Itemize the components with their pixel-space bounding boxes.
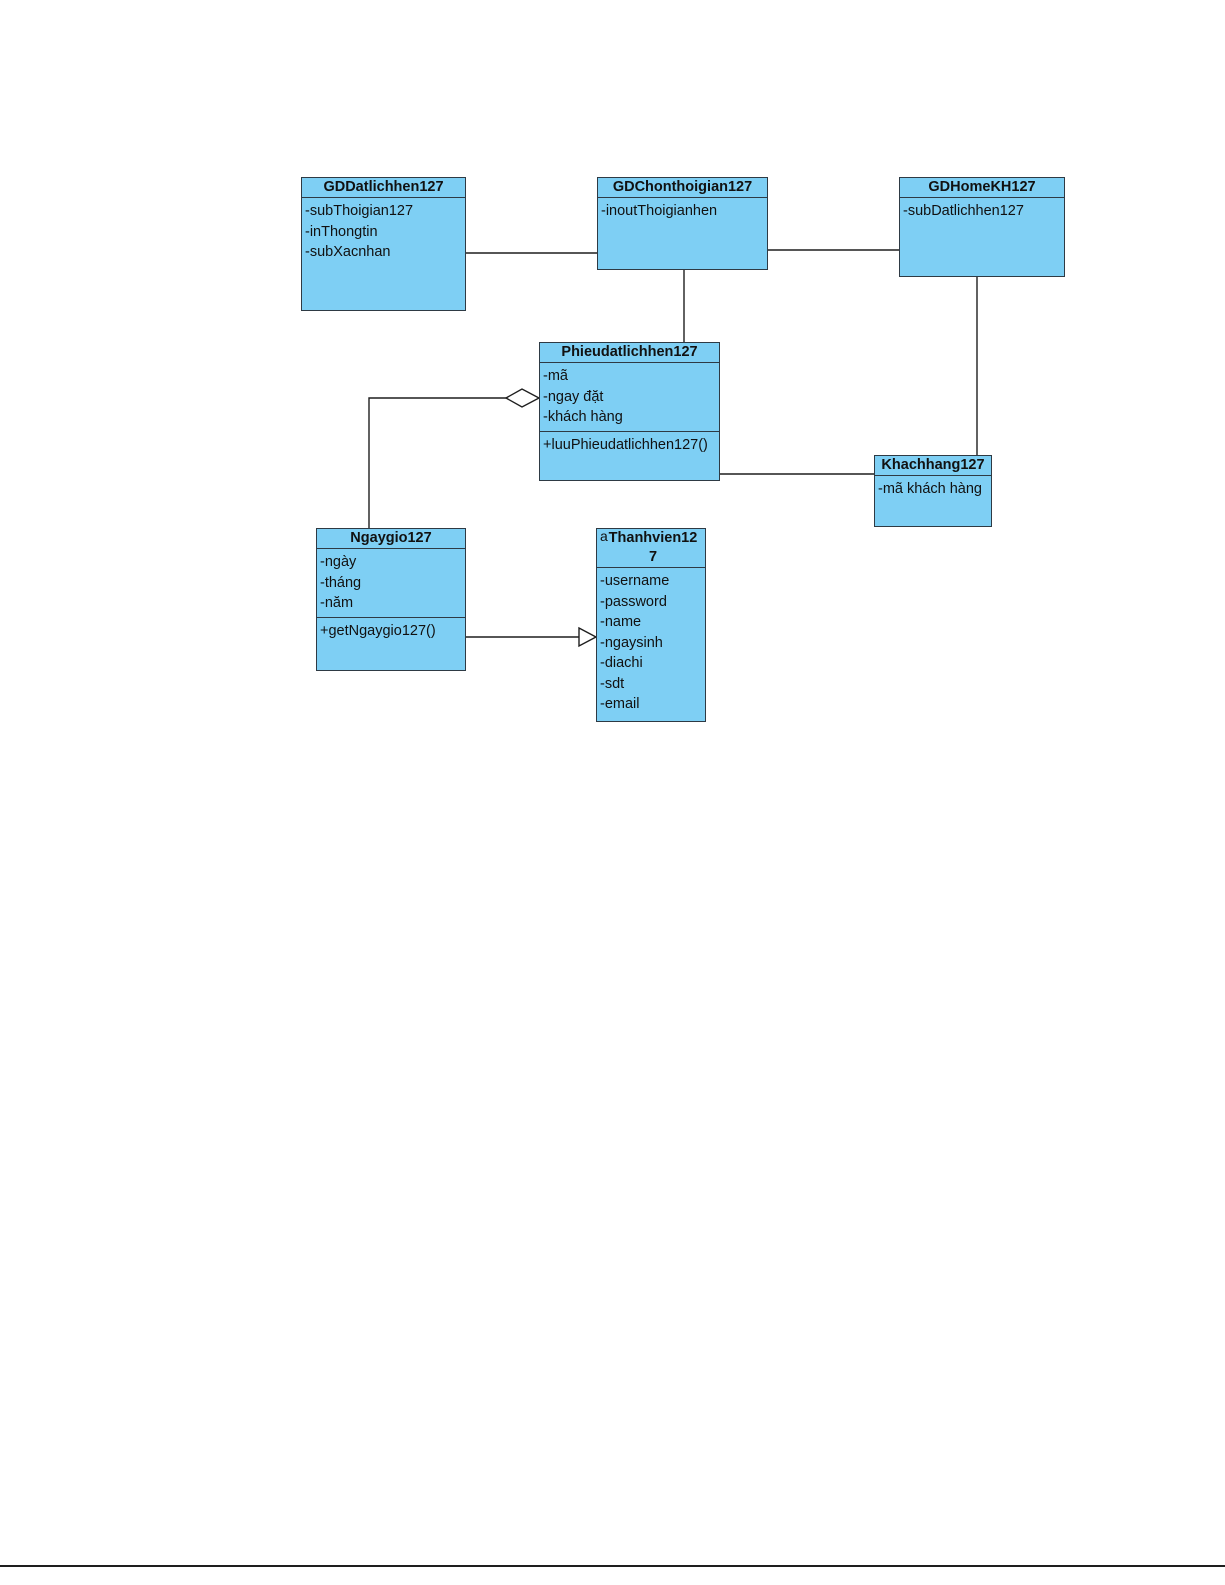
attribute-list: -ngày -tháng -năm [317,549,465,617]
attribute: -subThoigian127 [305,203,414,219]
class-gdchonthoigian127[interactable]: GDChonthoigian127 -inoutThoigianhen [597,177,768,270]
attribute-list: -mã -ngay đặt -khách hàng [540,363,719,431]
attribute-list: -subThoigian127 -inThongtin -subXacnhan [302,198,465,266]
class-title: Ngaygio127 [317,529,465,549]
attribute-list: -inoutThoigianhen [598,198,767,225]
attribute: -password [600,593,667,610]
class-title: GDChonthoigian127 [598,178,767,198]
aggregation-line-ngaygio-phieudatlichhen [368,397,506,528]
class-phieudatlichhen127[interactable]: Phieudatlichhen127 -mã -ngay đặt -khách … [539,342,720,481]
attribute: -ngay đặt [543,388,604,405]
class-title: Khachhang127 [875,456,991,476]
class-ngaygio127[interactable]: Ngaygio127 -ngày -tháng -năm +getNgaygio… [316,528,466,671]
attribute: -name [600,614,642,630]
class-gddatlichhen127[interactable]: GDDatlichhen127 -subThoigian127 -inThong… [301,177,466,311]
attribute: -sdt [600,675,625,692]
attribute-list: -mã khách hàng [875,476,991,503]
class-thanhvien127[interactable]: a Thanhvien127 -username -password -name… [596,528,706,722]
attribute: -ngaysinh [600,634,663,651]
generalization-triangle-icon [578,626,598,648]
attribute: -email [600,696,640,712]
operation-list: +luuPhieudatlichhen127() [540,430,719,459]
attribute-list: -username -password -name -ngaysinh -dia… [597,568,705,718]
attribute: -inThongtin [305,223,378,240]
attribute: -username [600,573,670,589]
aggregation-diamond-icon [504,388,541,408]
attribute: -mã [543,368,568,384]
class-title: GDDatlichhen127 [302,178,465,198]
attribute: -khách hàng [543,409,623,425]
operation: +luuPhieudatlichhen127() [543,436,708,453]
attribute: -inoutThoigianhen [601,203,718,219]
attribute: -diachi [600,655,643,671]
attribute: -mã khách hàng [878,481,982,497]
attribute: -subDatlichhen127 [903,203,1024,219]
class-khachhang127[interactable]: Khachhang127 -mã khách hàng [874,455,992,527]
attribute: -ngày [320,554,357,570]
class-title: GDHomeKH127 [900,178,1064,198]
attribute: -năm [320,595,354,611]
class-tag: a [600,528,608,544]
attribute: -tháng [320,574,362,591]
attribute: -subXacnhan [305,244,391,260]
page-bottom-rule [0,1565,1225,1567]
attribute-list: -subDatlichhen127 [900,198,1064,225]
operation-list: +getNgaygio127() [317,616,465,645]
class-title: Phieudatlichhen127 [540,343,719,363]
class-title: Thanhvien127 [597,529,705,568]
operation: +getNgaygio127() [320,622,436,639]
class-gdhomekh127[interactable]: GDHomeKH127 -subDatlichhen127 [899,177,1065,277]
